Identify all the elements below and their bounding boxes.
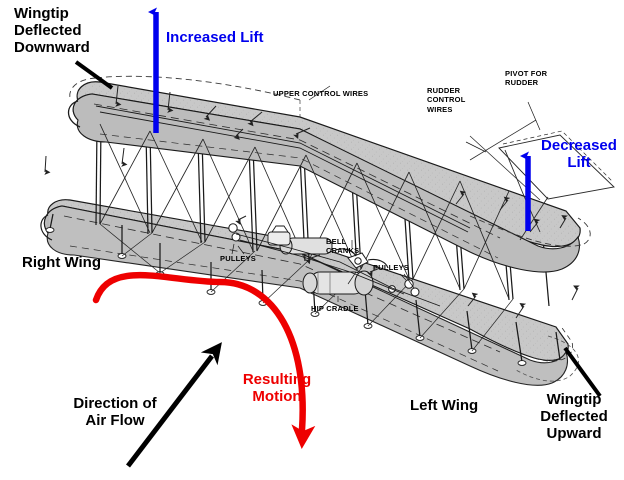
callout-wingtip-deflected-downward: Wingtip Deflected Downward — [14, 5, 90, 56]
resulting-motion-arrow-icon — [92, 271, 316, 450]
pulley-parts — [228, 223, 420, 297]
lower-wing — [40, 199, 579, 386]
callout-left-wing: Left Wing — [410, 397, 479, 414]
bell-crank-parts — [335, 248, 389, 269]
engine-cylinder — [267, 225, 333, 255]
callout-decreased-lift: Decreased Lift — [541, 137, 617, 171]
part-label-pulleys-left: PULLEYS — [220, 254, 256, 263]
upper-control-wires-line — [95, 105, 471, 233]
part-label-pulleys-right: PULLEYS — [373, 263, 409, 272]
part-label-hip-cradle: HIP CRADLE — [311, 304, 359, 313]
callout-direction-of-air-flow: Direction of Air Flow — [73, 395, 157, 429]
center-section-hardware — [228, 85, 541, 307]
callout-increased-lift: Increased Lift — [166, 29, 264, 46]
wright-flyer-drawing — [40, 75, 615, 386]
part-label-rudder-control-wires: RUDDER CONTROL WIRES — [427, 86, 466, 114]
part-label-pivot-for-rudder: PIVOT FOR RUDDER — [505, 69, 548, 88]
part-label-upper-control-wires: UPPER CONTROL WIRES — [273, 89, 369, 98]
wingtip-down-leader-line-icon — [74, 60, 114, 90]
hip-cradle-part — [302, 270, 374, 296]
callout-wingtip-deflected-upward: Wingtip Deflected Upward — [540, 391, 608, 442]
callout-resulting-motion: Resulting Motion — [242, 371, 312, 405]
rudder-assembly — [469, 119, 615, 241]
callout-right-wing: Right Wing — [22, 254, 102, 271]
surface-flow-arrows — [44, 85, 580, 319]
part-label-bell-cranks: BELL CRANKS — [326, 237, 360, 256]
airflow-arrow-icon — [126, 342, 222, 468]
wingtip-up-leader-line-icon — [563, 346, 602, 398]
